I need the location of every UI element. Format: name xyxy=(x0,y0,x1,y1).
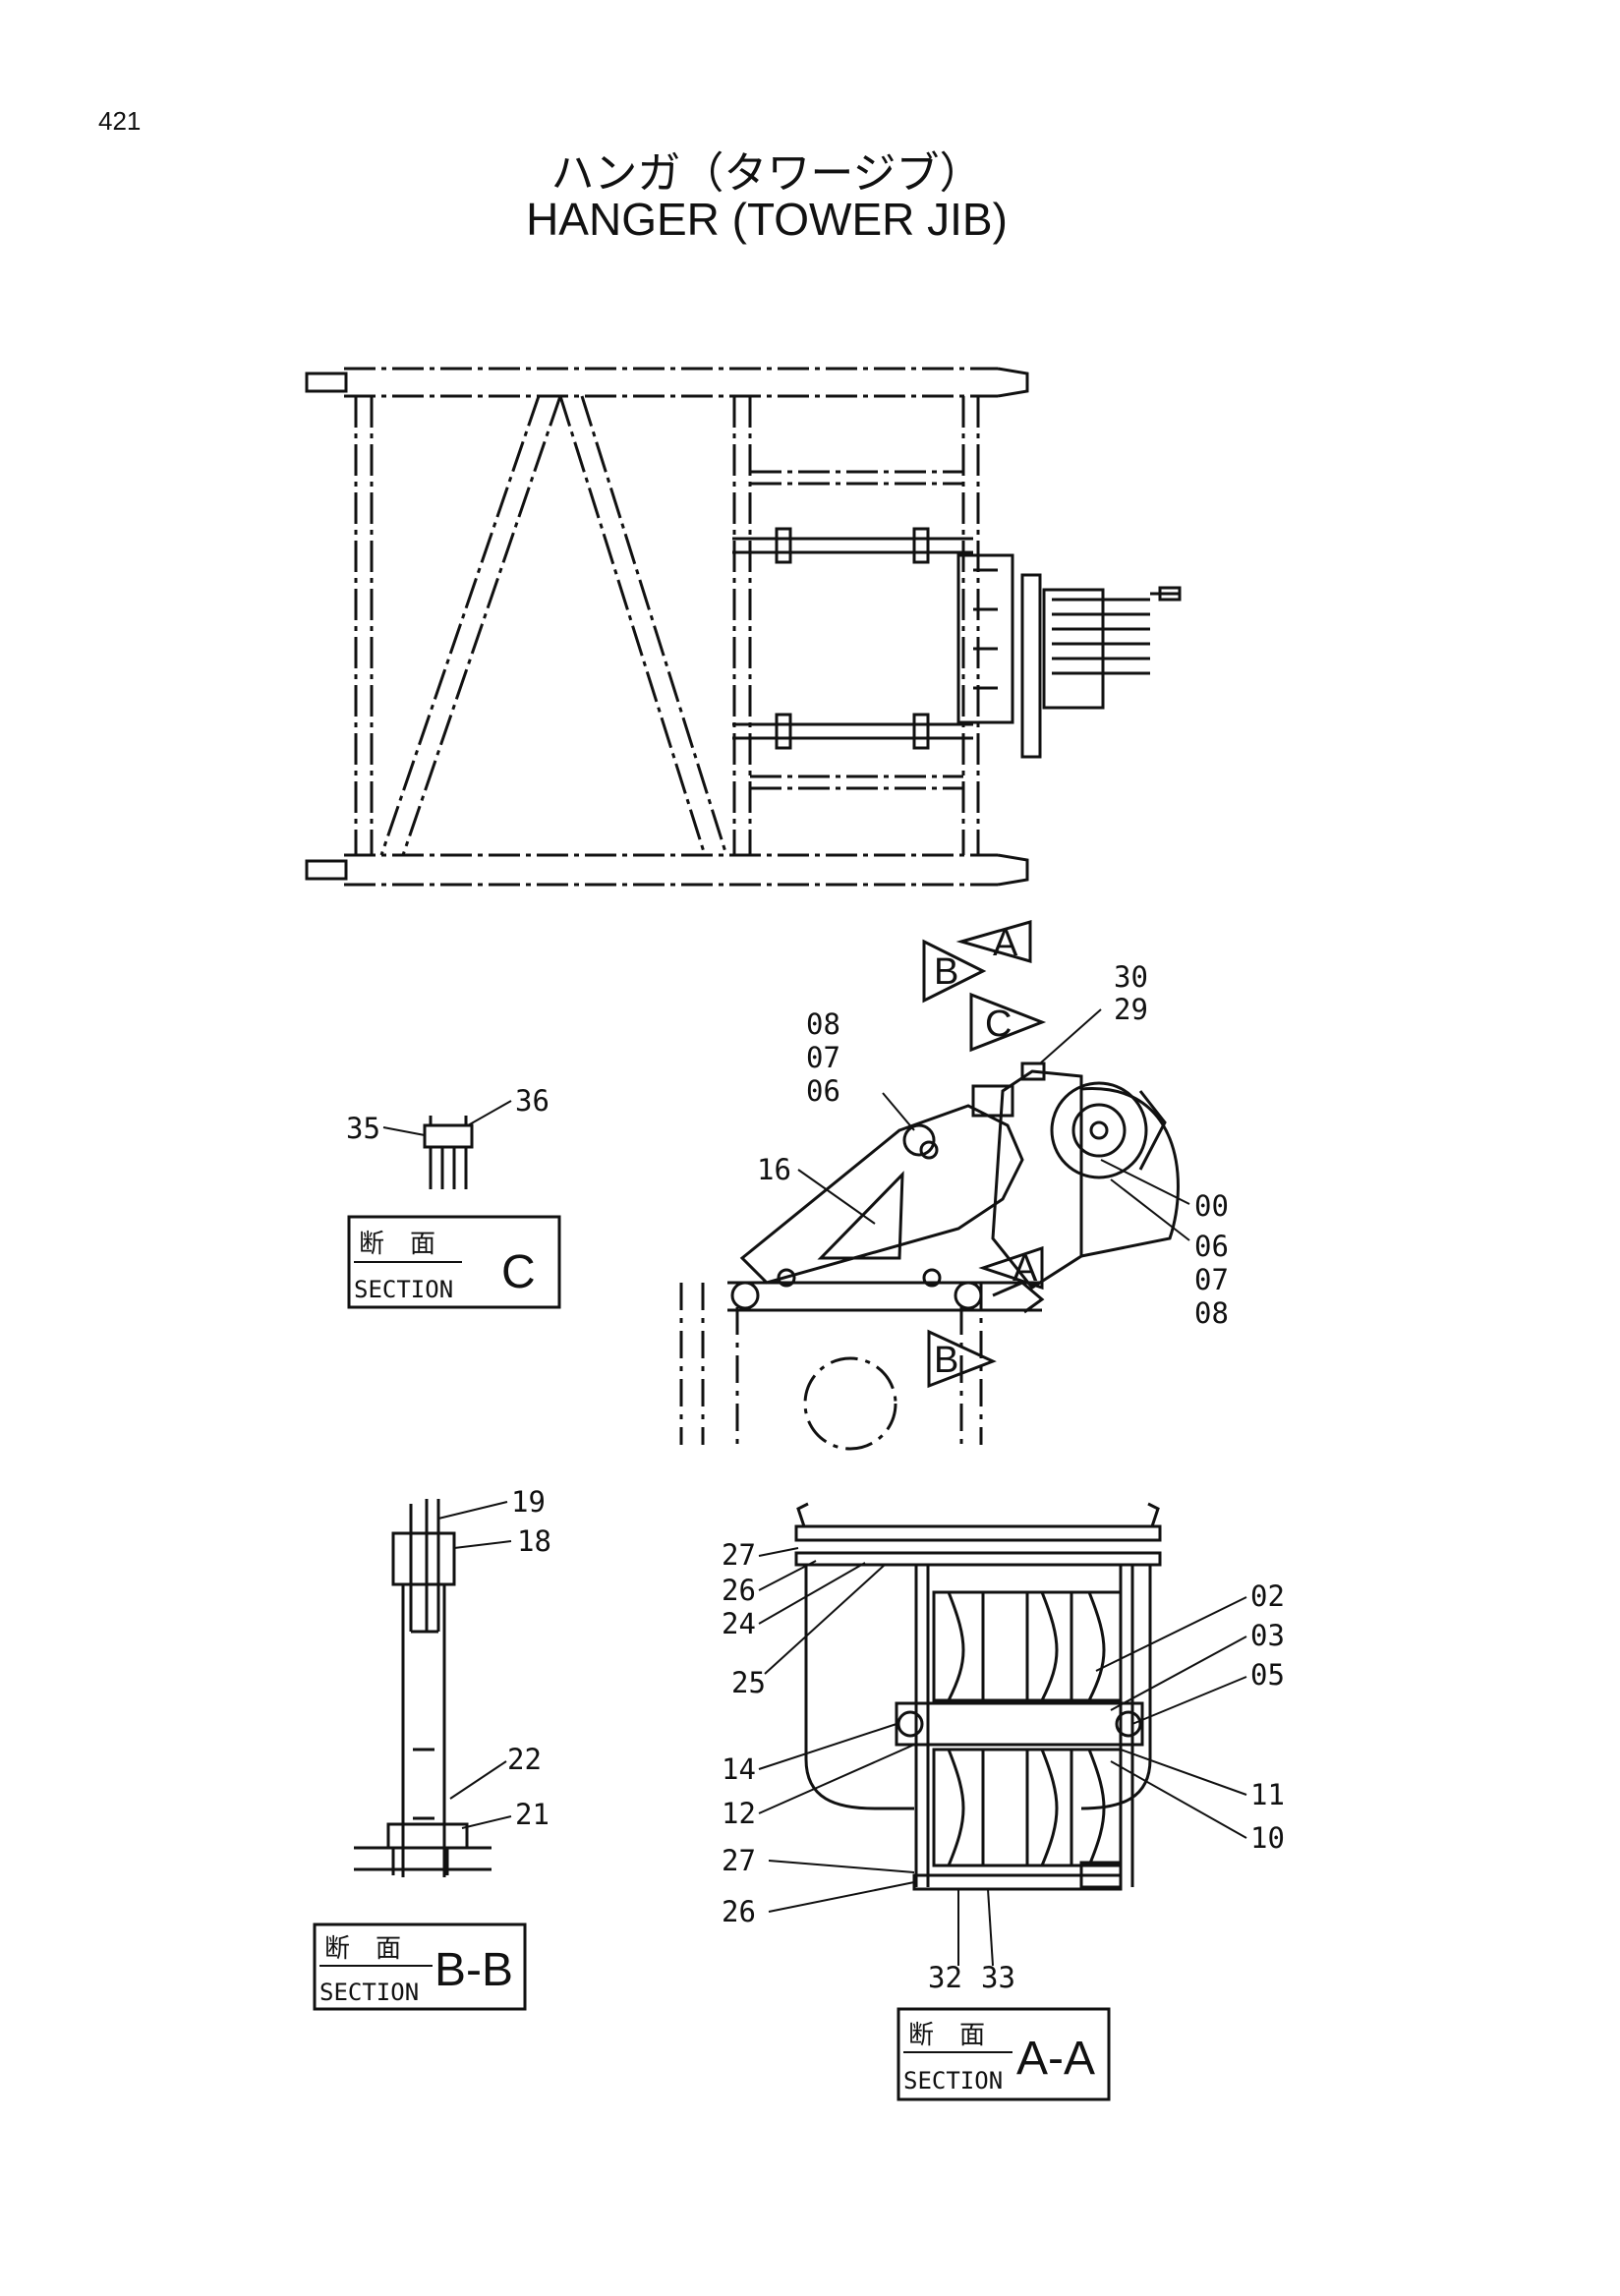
section-bb-detail xyxy=(354,1499,492,1877)
view-marker-a-letter: A xyxy=(993,923,1018,964)
callout-25: 25 xyxy=(731,1666,766,1699)
section-bb-box xyxy=(313,1923,527,2011)
section-aa-letter: A-A xyxy=(1016,2033,1095,2085)
callout-24: 24 xyxy=(722,1607,756,1640)
callout-11: 11 xyxy=(1250,1778,1285,1811)
section-c-letter: C xyxy=(501,1246,536,1298)
callout-07b: 07 xyxy=(1194,1263,1229,1296)
view-marker-c xyxy=(969,992,1047,1053)
callout-35: 35 xyxy=(346,1112,380,1145)
callout-19: 19 xyxy=(511,1485,546,1519)
callout-03: 03 xyxy=(1250,1619,1285,1652)
callout-06a: 06 xyxy=(806,1074,840,1108)
callout-27b: 27 xyxy=(722,1844,756,1877)
view-marker-c-letter: C xyxy=(985,1004,1012,1045)
title-japanese: ハンガ（タワージブ） xyxy=(550,148,983,199)
tower-jib-frame xyxy=(305,367,1182,887)
callout-16: 16 xyxy=(757,1153,791,1186)
view-marker-a xyxy=(955,920,1032,963)
section-bb-jp: 断 面 xyxy=(324,1934,401,1964)
view-marker-a2-letter: A xyxy=(1012,1248,1038,1290)
callout-08b: 08 xyxy=(1194,1296,1229,1330)
section-aa-detail xyxy=(794,1502,1162,1891)
view-marker-b xyxy=(922,939,987,1004)
callout-26a: 26 xyxy=(722,1574,756,1607)
callout-27a: 27 xyxy=(722,1538,756,1572)
callout-06b: 06 xyxy=(1194,1230,1229,1263)
callout-32: 32 xyxy=(928,1961,962,1994)
page-number: 421 xyxy=(98,106,142,136)
section-c-jp: 断 面 xyxy=(359,1230,435,1259)
view-marker-b-letter: B xyxy=(934,951,958,993)
callout-22: 22 xyxy=(507,1743,542,1776)
callout-30: 30 xyxy=(1114,960,1148,994)
section-aa-jp: 断 面 xyxy=(908,2021,985,2050)
callout-10: 10 xyxy=(1250,1821,1285,1855)
section-c-detail xyxy=(423,1116,474,1189)
section-c-en: SECTION xyxy=(354,1276,453,1303)
view-marker-b2-letter: B xyxy=(934,1340,958,1381)
callout-26b: 26 xyxy=(722,1895,756,1928)
callout-29: 29 xyxy=(1114,993,1148,1026)
section-c-box xyxy=(347,1215,561,1309)
section-aa-box xyxy=(897,2007,1111,2101)
callout-18: 18 xyxy=(517,1524,551,1558)
leader-lines xyxy=(382,1008,1247,1967)
view-marker-a2 xyxy=(978,1245,1044,1291)
callout-08a: 08 xyxy=(806,1007,840,1041)
section-aa-en: SECTION xyxy=(903,2067,1003,2095)
callout-05: 05 xyxy=(1250,1658,1285,1692)
callout-00: 00 xyxy=(1194,1189,1229,1223)
title-english: HANGER (TOWER JIB) xyxy=(526,194,1008,245)
callout-12: 12 xyxy=(722,1797,756,1830)
callout-14: 14 xyxy=(722,1752,756,1786)
callout-02: 02 xyxy=(1250,1579,1285,1613)
section-bb-letter: B-B xyxy=(434,1944,513,1996)
callout-33: 33 xyxy=(981,1961,1015,1994)
section-bb-en: SECTION xyxy=(319,1979,419,2006)
callout-36: 36 xyxy=(515,1084,550,1118)
hanger-side-view xyxy=(679,1062,1180,1451)
callout-21: 21 xyxy=(515,1798,550,1831)
callout-07a: 07 xyxy=(806,1041,840,1074)
